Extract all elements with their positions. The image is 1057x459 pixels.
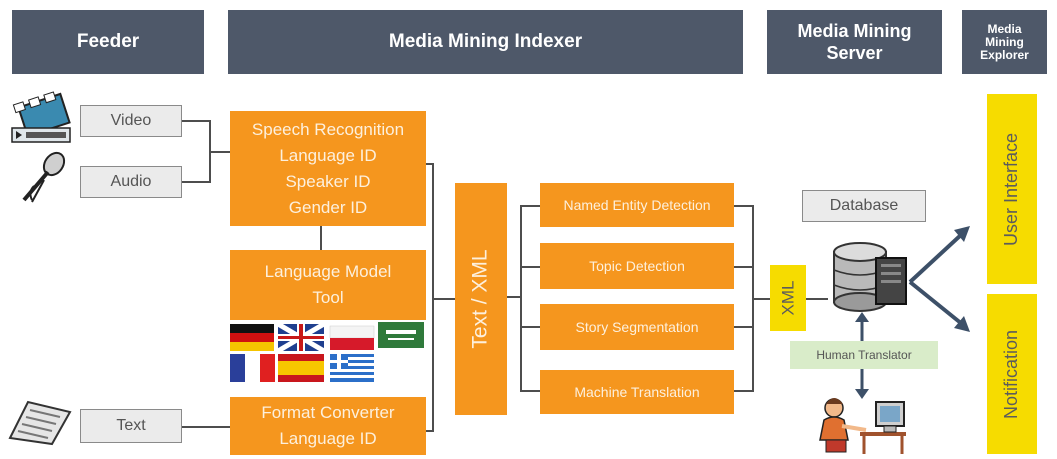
- gender-id-label: Gender ID: [288, 197, 368, 217]
- language-flags: [230, 321, 426, 384]
- speech-recognition-label: Speech Recognition: [251, 119, 405, 139]
- header-server-line2: Server: [826, 43, 883, 63]
- language-model-tool-box: Language Model Tool: [230, 250, 426, 320]
- text-box: Text: [80, 409, 182, 443]
- microphone-icon: [14, 150, 70, 204]
- notification-label: Notification: [1001, 329, 1022, 419]
- database-label: Database: [829, 197, 899, 214]
- audio-label: Audio: [110, 173, 152, 190]
- text-xml-label: Text / XML: [469, 249, 493, 349]
- database-box: Database: [802, 190, 926, 222]
- video-box: Video: [80, 105, 182, 137]
- header-server: Media Mining Server: [767, 10, 942, 74]
- text-label: Text: [116, 417, 146, 434]
- spain-flag-icon: [278, 354, 324, 382]
- language-id-label: Language ID: [279, 145, 377, 165]
- poland-flag-icon: [329, 325, 375, 350]
- user-interface-label: User Interface: [1001, 132, 1022, 246]
- france-flag-icon: [230, 354, 275, 382]
- named-entity-detection-box: Named Entity Detection: [540, 183, 734, 227]
- header-explorer: Media Mining Explorer: [962, 10, 1047, 74]
- header-server-line1: Media Mining: [797, 21, 912, 41]
- format-language-id-label: Language ID: [279, 429, 377, 448]
- speech-recognition-box: Speech Recognition Language ID Speaker I…: [230, 111, 426, 226]
- xml-label: XML: [778, 280, 797, 316]
- uk-flag-icon: [276, 321, 326, 354]
- video-icon: [8, 90, 74, 146]
- xml-box: XML: [770, 265, 806, 331]
- header-feeder: Feeder: [12, 10, 204, 74]
- arrow-to-user-interface-icon: [908, 226, 970, 284]
- output-arrows: [908, 220, 974, 340]
- translator-arrow-down-icon: [852, 369, 872, 399]
- story-segmentation-label: Story Segmentation: [575, 319, 699, 335]
- header-explorer-line3: Explorer: [980, 47, 1029, 62]
- header-explorer-line2: Mining: [985, 34, 1024, 49]
- german-flag-icon: [230, 324, 274, 351]
- story-segmentation-box: Story Segmentation: [540, 304, 734, 350]
- header-indexer-label: Media Mining Indexer: [388, 31, 583, 52]
- arrow-to-notification-icon: [908, 280, 970, 332]
- format-converter-box: Format Converter Language ID: [230, 397, 426, 455]
- human-translator-label: Human Translator: [816, 348, 912, 362]
- human-translator-box: Human Translator: [790, 341, 938, 369]
- machine-translation-label: Machine Translation: [574, 384, 700, 400]
- notification-box: Notification: [987, 294, 1037, 454]
- language-model-label: Language Model: [264, 262, 392, 281]
- translator-arrow-up-icon: [852, 312, 872, 342]
- header-feeder-label: Feeder: [76, 31, 140, 52]
- saudi-flag-icon: [378, 322, 424, 348]
- header-indexer: Media Mining Indexer: [228, 10, 743, 74]
- person-at-computer-icon: [814, 394, 910, 454]
- database-icon: [826, 240, 916, 312]
- named-entity-detection-label: Named Entity Detection: [563, 197, 711, 213]
- greece-flag-icon: [330, 354, 374, 382]
- header-explorer-line1: Media: [987, 21, 1022, 36]
- text-xml-box: Text / XML: [455, 183, 507, 415]
- tool-label: Tool: [312, 288, 344, 307]
- topic-detection-label: Topic Detection: [589, 258, 685, 274]
- user-interface-box: User Interface: [987, 94, 1037, 284]
- format-converter-label: Format Converter: [261, 403, 395, 422]
- topic-detection-box: Topic Detection: [540, 243, 734, 289]
- audio-box: Audio: [80, 166, 182, 198]
- newspaper-icon: [8, 398, 72, 446]
- speaker-id-label: Speaker ID: [285, 171, 371, 191]
- video-label: Video: [110, 112, 152, 129]
- machine-translation-box: Machine Translation: [540, 370, 734, 414]
